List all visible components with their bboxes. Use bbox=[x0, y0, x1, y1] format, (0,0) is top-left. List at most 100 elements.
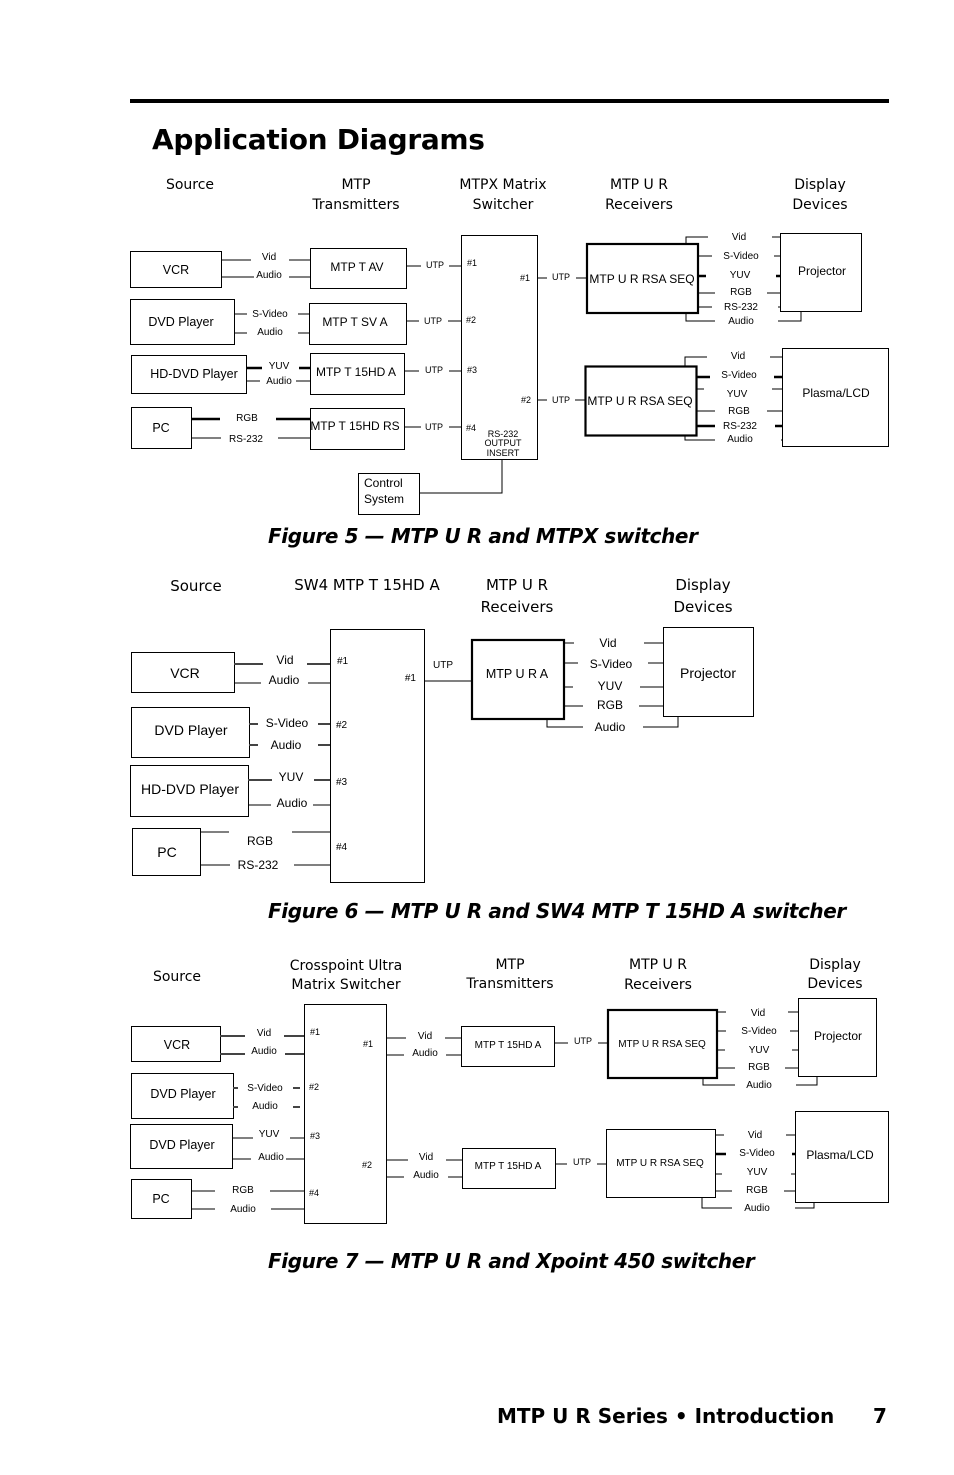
fig6-header-receivers-1: MTP U R bbox=[486, 576, 548, 594]
fig5-source-label: HD-DVD Player bbox=[150, 367, 238, 381]
fig5-out-signal: Vid bbox=[732, 232, 746, 243]
fig7-header-receivers-2: Receivers bbox=[624, 977, 692, 993]
fig5-source-pc: PC bbox=[131, 407, 192, 449]
fig5-header-source: Source bbox=[166, 177, 214, 193]
fig7-out-signal: YUV bbox=[749, 1045, 770, 1056]
fig6-source-dvd: DVD Player bbox=[131, 707, 250, 758]
fig6-utp-label: UTP bbox=[433, 660, 453, 671]
fig6-out-signal: Audio bbox=[595, 720, 626, 734]
fig7-receiver-2: MTP U R RSA SEQ bbox=[606, 1129, 716, 1198]
fig5-utp-label: UTP bbox=[426, 260, 444, 270]
fig7-transmitter-label: MTP T 15HD A bbox=[475, 1161, 542, 1172]
fig7-receiver-label: MTP U R RSA SEQ bbox=[618, 1039, 706, 1050]
fig7-signal-label: S-Video bbox=[247, 1083, 283, 1094]
fig5-utp-label: UTP bbox=[552, 395, 570, 405]
fig5-receiver-2: MTP U R RSA SEQ bbox=[584, 365, 698, 437]
fig6-source-label: HD-DVD Player bbox=[141, 781, 239, 797]
fig5-source-vcr: VCR bbox=[130, 251, 222, 288]
fig5-signal-label: YUV bbox=[269, 361, 290, 372]
fig5-display-projector: Projector bbox=[780, 233, 862, 312]
fig5-out-signal: RS-232 bbox=[723, 421, 757, 432]
fig6-signal-label: Audio bbox=[269, 673, 300, 687]
fig7-source-dvd-1: DVD Player bbox=[131, 1073, 234, 1119]
footer-section-title: MTP U R Series • Introduction bbox=[497, 1404, 835, 1428]
fig7-input-port: #2 bbox=[309, 1082, 319, 1092]
page-number: 7 bbox=[873, 1404, 887, 1428]
fig6-signal-label: S-Video bbox=[266, 716, 309, 730]
fig5-source-dvd: DVD Player bbox=[130, 299, 235, 345]
figure-5-caption: Figure 5 — MTP U R and MTPX switcher bbox=[268, 524, 698, 548]
fig5-header-transmitters-2: Transmitters bbox=[311, 197, 399, 213]
fig5-out-signal: YUV bbox=[727, 389, 748, 400]
fig7-input-port: #3 bbox=[310, 1131, 320, 1141]
header-rule bbox=[130, 99, 889, 103]
fig5-header-transmitters-1: MTP bbox=[341, 177, 370, 193]
fig7-utp-label: UTP bbox=[574, 1036, 592, 1046]
fig6-signal-label: Vid bbox=[276, 653, 293, 667]
fig7-input-port: #1 bbox=[310, 1027, 320, 1037]
fig5-signal-label: S-Video bbox=[252, 309, 288, 320]
fig5-input-port: #1 bbox=[467, 258, 477, 268]
fig6-header-displays-2: Devices bbox=[673, 598, 732, 616]
fig7-display-plasma: Plasma/LCD bbox=[795, 1111, 889, 1203]
fig6-receiver-label: MTP U R A bbox=[486, 667, 549, 681]
fig5-out-signal: Audio bbox=[728, 316, 754, 327]
fig6-input-port: #2 bbox=[336, 720, 348, 731]
fig5-receiver-label: MTP U R RSA SEQ bbox=[587, 394, 692, 408]
fig7-input-port: #4 bbox=[309, 1188, 319, 1198]
fig5-output-port: #1 bbox=[520, 273, 530, 283]
fig7-display-label: Plasma/LCD bbox=[806, 1148, 874, 1162]
fig5-signal-label: RGB bbox=[236, 413, 258, 424]
fig7-out-signal: Audio bbox=[744, 1203, 770, 1214]
fig6-header-displays-1: Display bbox=[675, 576, 730, 594]
fig7-header-transmitters-2: Transmitters bbox=[465, 976, 553, 992]
fig6-out-signal: RGB bbox=[597, 698, 623, 712]
fig5-source-label: DVD Player bbox=[148, 315, 213, 329]
fig5-receiver-label: MTP U R RSA SEQ bbox=[589, 272, 694, 286]
fig5-signal-label: RS-232 bbox=[229, 434, 263, 445]
fig6-receiver: MTP U R A bbox=[470, 638, 566, 721]
fig5-out-signal: YUV bbox=[730, 270, 751, 281]
fig5-input-port: #4 bbox=[466, 423, 476, 433]
fig6-display-label: Projector bbox=[680, 665, 736, 681]
fig7-utp-label: UTP bbox=[573, 1157, 591, 1167]
fig6-header-receivers-2: Receivers bbox=[481, 598, 554, 616]
fig6-signal-label: RS-232 bbox=[238, 858, 279, 872]
fig5-transmitter-label: MTP T 15HD A bbox=[316, 365, 396, 379]
fig7-source-label: VCR bbox=[164, 1038, 190, 1052]
fig6-source-label: DVD Player bbox=[154, 722, 227, 738]
fig5-utp-label: UTP bbox=[425, 365, 443, 375]
fig5-signal-label: Audio bbox=[266, 376, 292, 387]
fig6-source-hddvd: HD-DVD Player bbox=[130, 765, 249, 817]
fig5-out-signal: RGB bbox=[728, 406, 750, 417]
fig7-out-signal: Vid bbox=[751, 1008, 765, 1019]
fig5-header-switcher-2: Switcher bbox=[473, 197, 534, 213]
fig7-source-pc: PC bbox=[131, 1179, 192, 1219]
fig7-signal-label: RGB bbox=[232, 1185, 254, 1196]
fig5-rs232-label: RS-232 bbox=[488, 429, 519, 439]
fig7-header-source: Source bbox=[153, 969, 201, 985]
fig7-source-label: DVD Player bbox=[149, 1138, 214, 1152]
fig5-out-signal: Audio bbox=[727, 434, 753, 445]
fig5-out-signal: S-Video bbox=[721, 370, 757, 381]
fig7-output-port: #1 bbox=[363, 1039, 373, 1049]
fig7-display-projector: Projector bbox=[798, 998, 877, 1077]
fig7-out-signal: RGB bbox=[746, 1185, 768, 1196]
fig7-source-label: PC bbox=[152, 1192, 169, 1206]
fig5-control-label: System bbox=[364, 492, 404, 506]
fig6-signal-label: Audio bbox=[271, 738, 302, 752]
fig6-input-port: #1 bbox=[337, 656, 349, 667]
fig7-out-signal: RGB bbox=[748, 1062, 770, 1073]
fig7-receiver-label: MTP U R RSA SEQ bbox=[616, 1158, 704, 1169]
fig5-transmitter-2: MTP T SV A bbox=[309, 303, 407, 345]
fig6-signal-label: RGB bbox=[247, 834, 273, 848]
figure-7-caption: Figure 7 — MTP U R and Xpoint 450 switch… bbox=[268, 1249, 755, 1273]
fig7-header-displays-1: Display bbox=[809, 957, 861, 973]
fig5-display-label: Plasma/LCD bbox=[802, 386, 870, 400]
fig5-source-label: VCR bbox=[163, 263, 189, 277]
fig5-utp-label: UTP bbox=[425, 422, 443, 432]
fig5-signal-label: Audio bbox=[256, 270, 282, 281]
fig5-signal-label: Audio bbox=[257, 327, 283, 338]
fig5-out-signal: S-Video bbox=[723, 251, 759, 262]
